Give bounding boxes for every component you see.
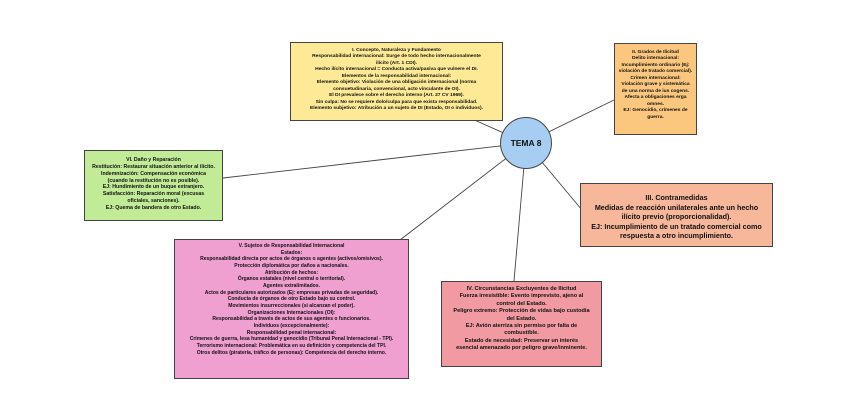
node-line: ilícito previo (proporcionalidad).: [621, 212, 732, 221]
node-line: Responsabilidad penal internacional:: [246, 329, 337, 336]
node-line: Violación grave y sistemática: [621, 82, 690, 88]
node-sujetos-responsabilidad: V. Sujetos de Responsabilidad Internacio…: [174, 239, 409, 379]
node-line: Atribución de hechos:: [264, 269, 319, 276]
node-line: combustible.: [504, 330, 539, 337]
node-line: consuetudinaria, convencional, acto vinc…: [333, 86, 460, 92]
node-line: Organizaciones Internacionales (OI):: [247, 309, 336, 316]
node-line: Peligro extremo: Protección de vidas baj…: [453, 308, 590, 315]
node-line: Crímenes de guerra, lesa humanidad y gen…: [189, 336, 394, 343]
node-line: Afecta a obligaciones erga: [624, 95, 687, 101]
node-line: Responsabilidad a través de actos de sus…: [212, 316, 371, 323]
node-line: Satisfacción: Reparación moral (excusas: [102, 191, 205, 198]
node-line: respuesta a otro incumplimiento.: [619, 231, 734, 240]
node-line: Fuerza irresistible: Evento imprevisto, …: [459, 293, 584, 300]
node-grados-ilicitud: II. Grados de Ilicitud Delito internacio…: [614, 43, 697, 135]
node-line: oficiales, sanciones).: [127, 198, 180, 205]
node-line: Estado de necesidad: Preservar un interé…: [464, 337, 579, 344]
node-line: EJ: Incumplimiento de un tratado comerci…: [591, 221, 762, 231]
node-line: de una norma de ius cogens.: [621, 88, 690, 94]
node-line: Responsabilidad internacional: Surge de …: [312, 54, 481, 60]
node-line: III. Contramedidas: [645, 193, 708, 202]
node-line: esencial amenazado por peligro grave/inm…: [456, 345, 587, 351]
node-line: Otros delitos (piratería, tráfico de per…: [196, 349, 387, 356]
node-line: Órganos estatales (nivel central o terri…: [237, 276, 346, 283]
center-label: TEMA 8: [510, 138, 542, 148]
node-line: (cuando la restitución no es posible).: [107, 177, 200, 184]
node-line: Medidas de reacción unilaterales ante un…: [594, 202, 759, 212]
node-concepto-naturaleza-fundamento: I. Concepto, Naturaleza y Fundamento Res…: [290, 42, 503, 121]
node-line: control del Estado.: [496, 300, 547, 307]
node-line: del Estado.: [506, 315, 537, 322]
node-line: Elemento objetivo: Violación de una obli…: [316, 80, 477, 86]
link-dano: [222, 142, 527, 179]
node-line: Elementos de la responsabilidad internac…: [341, 73, 452, 79]
node-line: violación de tratado comercial).: [618, 69, 693, 75]
node-line: Elemento subjetivo: Atribución a un suje…: [310, 106, 483, 112]
node-line: Incumplimiento ordinario (Ej:: [621, 62, 690, 68]
node-line: II. Grados de Ilicitud: [632, 50, 679, 55]
node-line: Terrorismo internacional: Problemática e…: [196, 342, 387, 349]
node-line: EJ: Genocidio, crímenes de: [623, 108, 688, 114]
node-line: Protección diplomática por daños a nacio…: [234, 262, 349, 269]
node-line: El DI prevalece sobre el derecho interno…: [329, 93, 464, 99]
node-line: EJ: Avión aterriza sin permiso por falta…: [465, 322, 578, 329]
node-line: I. Concepto, Naturaleza y Fundamento: [352, 48, 441, 53]
node-line: IV. Circunstancias Excluyentes de Ilicit…: [466, 286, 577, 292]
node-line: Indemnización: Compensación económica: [101, 170, 206, 177]
node-line: EJ: Quema de bandera de otro Estado.: [105, 205, 202, 212]
node-line: Crimen internacional:: [630, 75, 681, 81]
node-line: ilícito (Art. 1 CDI).: [375, 60, 418, 66]
node-line: Actos de particulares autorizados (Ej: e…: [204, 289, 379, 296]
node-line: Estados:: [280, 249, 303, 256]
node-circunstancias-excluyentes: IV. Circunstancias Excluyentes de Ilicit…: [441, 281, 602, 367]
node-line: VI. Daño y Reparación: [126, 157, 181, 163]
node-line: Delito internacional:: [631, 56, 679, 62]
node-line: Responsabilidad directa por actos de órg…: [200, 256, 383, 263]
node-line: Conducta de órganos de otro Estado bajo …: [227, 296, 356, 303]
node-line: Agentes extralimitados.: [263, 282, 320, 289]
node-dano-reparacion: VI. Daño y Reparación Restitución: Resta…: [84, 150, 223, 221]
node-line: Hecho ilícito internacional = Conducta a…: [315, 67, 478, 73]
node-line: guerra.: [647, 114, 664, 120]
node-line: Movimientos insurreccionales (si alcanza…: [228, 302, 355, 309]
node-line: Restitución: Restaurar situación anterio…: [92, 163, 215, 170]
node-line: Sin culpa: No se requiere dolo/culpa par…: [315, 99, 478, 105]
node-line: V. Sujetos de Responsabilidad Internacio…: [238, 243, 345, 249]
center-node-tema-8: TEMA 8: [500, 117, 552, 169]
node-line: EJ: Hundimiento de un buque extranjero.: [102, 184, 205, 191]
node-line: Individuos (excepcionalmente):: [253, 322, 330, 329]
node-contramedidas: III. Contramedidas Medidas de reacción u…: [580, 183, 773, 247]
node-line: omnes.: [646, 101, 665, 107]
